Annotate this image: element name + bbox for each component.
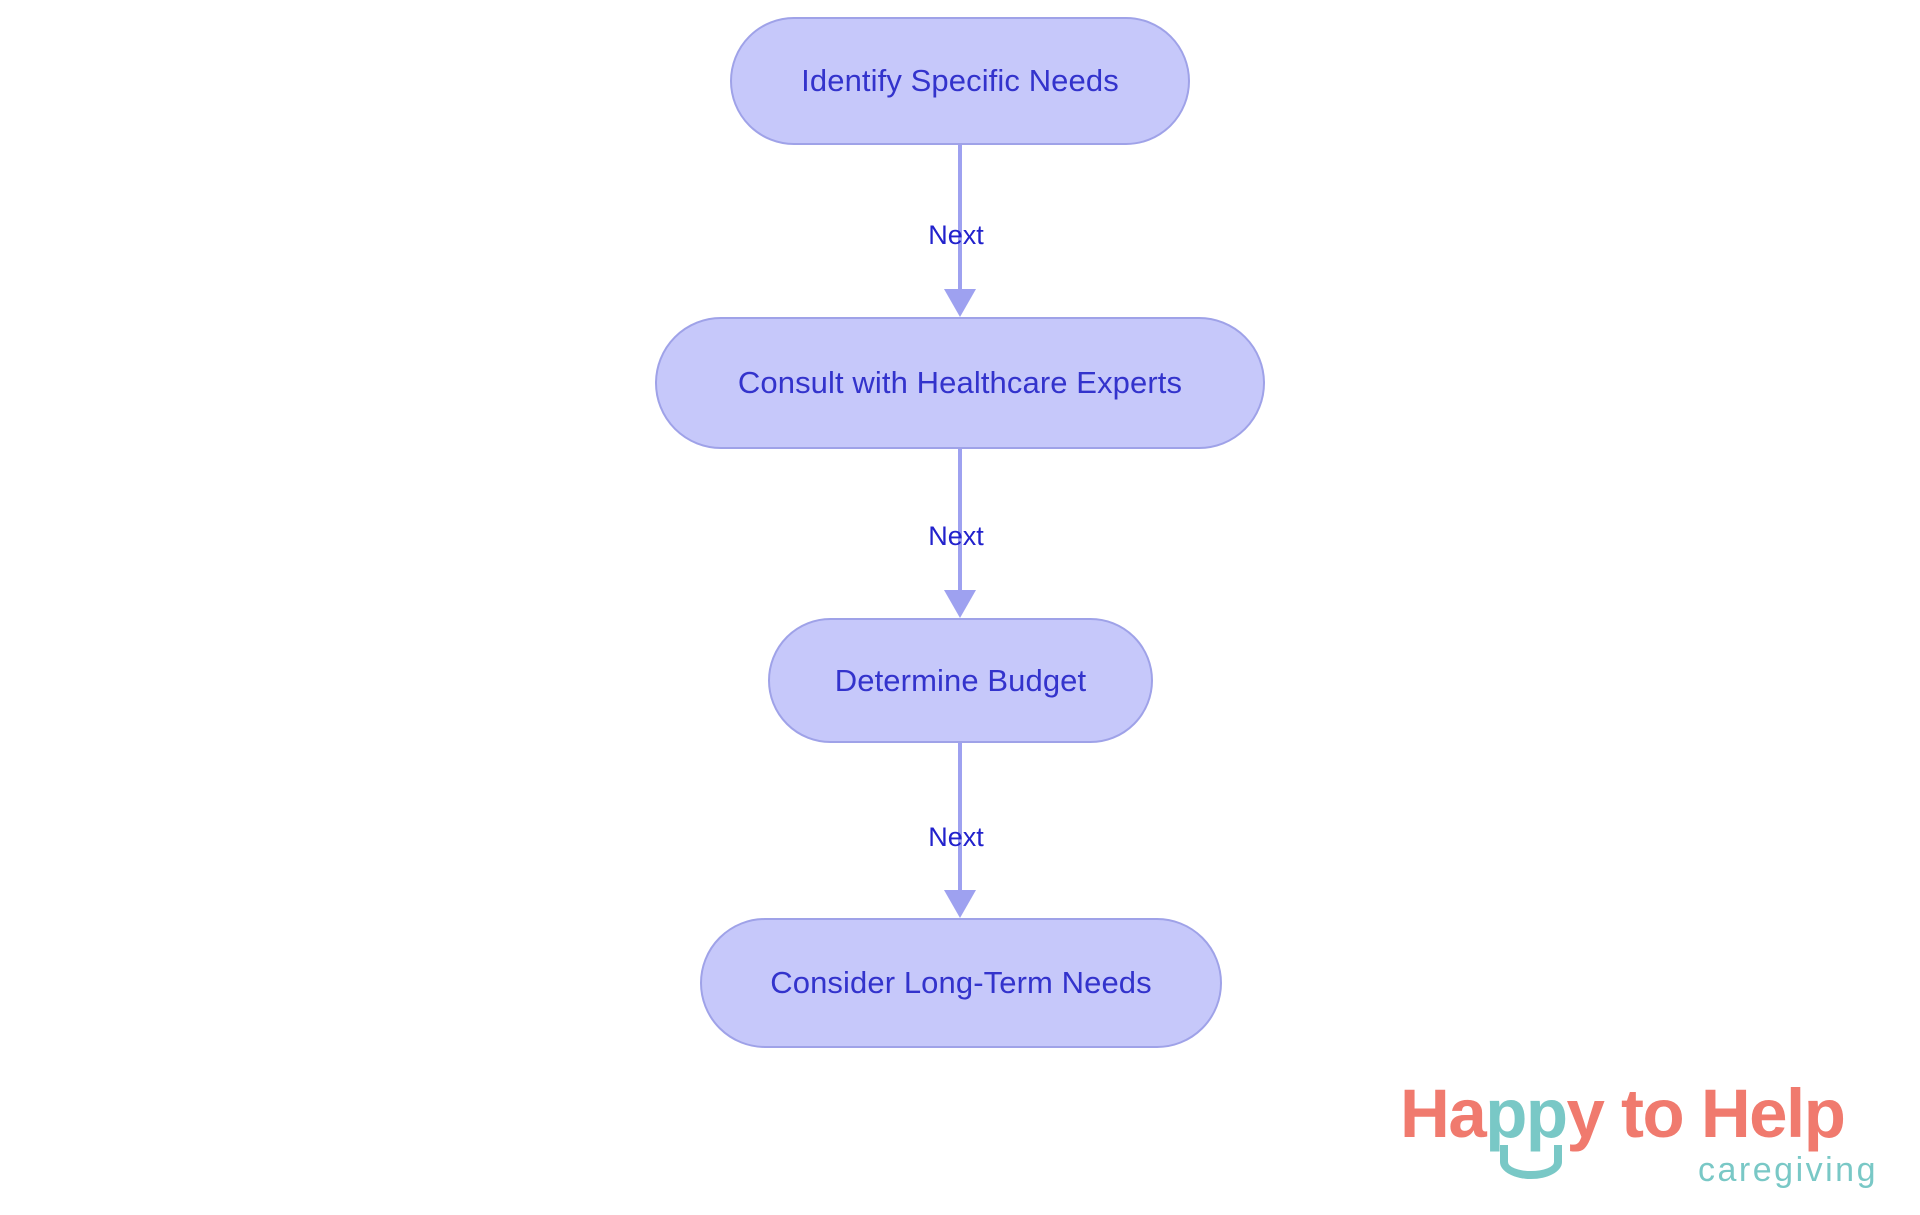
edge-label: Next: [928, 822, 984, 852]
flow-node-consider-long-term-needs[interactable]: Consider Long-Term Needs: [700, 918, 1222, 1048]
flow-node-consult-with-healthcare-experts[interactable]: Consult with Healthcare Experts: [655, 317, 1265, 449]
flow-node-label: Consult with Healthcare Experts: [737, 365, 1183, 401]
edge-line: [958, 145, 962, 290]
brand-wordmark-part-2: pp: [1485, 1075, 1568, 1152]
brand-logo: Happy to Help caregiving: [1400, 1079, 1880, 1207]
brand-tagline: caregiving: [1698, 1151, 1878, 1189]
flow-node-label: Consider Long-Term Needs: [770, 965, 1152, 1001]
edge-label: Next: [928, 521, 984, 551]
arrowhead-down-icon: [944, 590, 976, 618]
smile-icon: [1500, 1145, 1562, 1179]
edge-line: [958, 449, 962, 591]
arrowhead-down-icon: [944, 289, 976, 317]
brand-wordmark: Happy to Help: [1400, 1079, 1846, 1148]
flow-node-identify-specific-needs[interactable]: Identify Specific Needs: [730, 17, 1190, 145]
flow-node-label: Identify Specific Needs: [801, 63, 1119, 99]
edge-line: [958, 743, 962, 891]
edge-label: Next: [928, 220, 984, 250]
brand-wordmark-part-3: y to Help: [1566, 1075, 1846, 1152]
brand-wordmark-part-1: Ha: [1400, 1075, 1487, 1152]
arrowhead-down-icon: [944, 890, 976, 918]
flow-node-label: Determine Budget: [834, 662, 1087, 698]
flow-node-determine-budget[interactable]: Determine Budget: [768, 618, 1153, 743]
